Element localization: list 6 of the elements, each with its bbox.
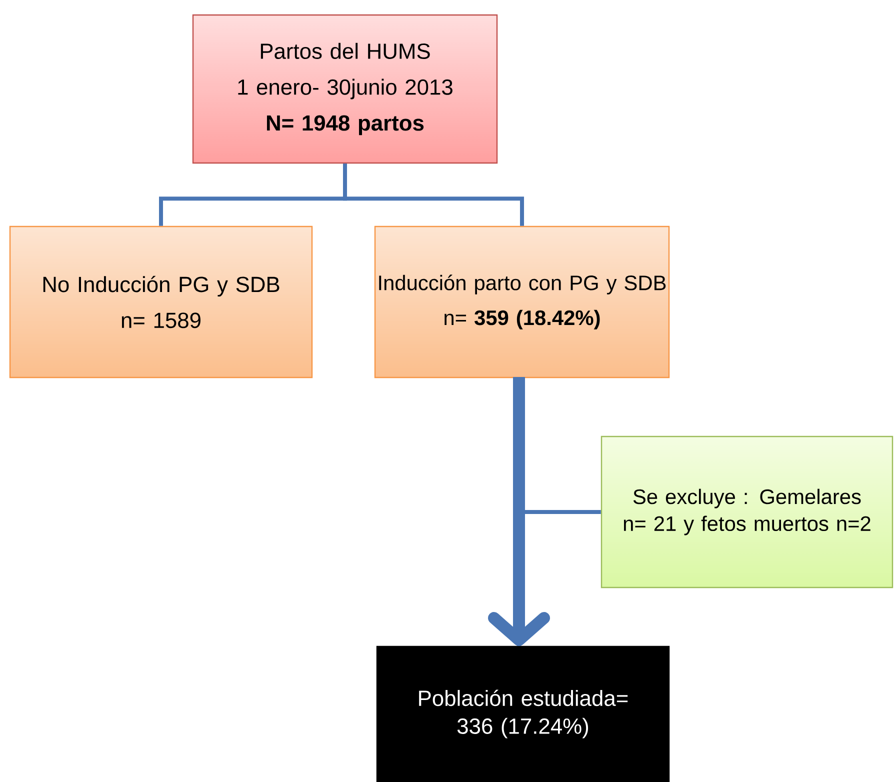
result-box: Población estudiada= 336 (17.24%) [376, 646, 670, 782]
connector-arrow [488, 377, 550, 646]
process-box: Inducción parto con PG y SDB n= 359 (18.42%) [374, 226, 670, 378]
exclusion-box: Se excluye : Gemelares n= 21 y fetos muertos n=2 [600, 436, 894, 588]
process-box: Partos del HUMS 1 enero- 30junio 2013 N= 1948 partos [192, 14, 498, 164]
process-box: No Inducción PG y SDB n= 1589 [9, 226, 313, 378]
